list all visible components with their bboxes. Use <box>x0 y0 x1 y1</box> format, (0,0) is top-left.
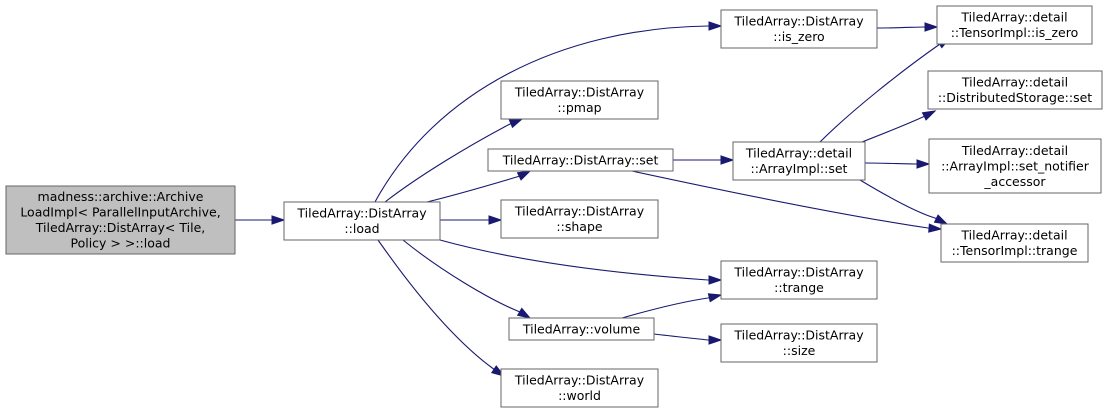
edge-aimpl_set-to-timpl_is_zero <box>819 37 951 143</box>
node-label-line: _accessor <box>983 174 1046 189</box>
node-world[interactable]: TiledArray::DistArray::world <box>500 368 659 408</box>
node-box <box>940 223 1089 263</box>
node-timpl_trange[interactable]: TiledArray::detail::TensorImpl::trange <box>940 223 1089 263</box>
node-box <box>927 70 1103 110</box>
node-label-line: madness::archive::Archive <box>38 189 204 204</box>
node-label-line: TiledArray::DistArray< Tile, <box>35 220 206 235</box>
edge-volume-to-trange <box>621 294 722 319</box>
node-dstorage_set[interactable]: TiledArray::detail::DistributedStorage::… <box>927 70 1103 110</box>
node-label-line: TiledArray::DistArray <box>733 265 864 280</box>
arrowhead-volume-to-trange <box>707 293 723 303</box>
arrowhead-set-to-timpl_trange <box>928 223 943 233</box>
node-label-line: ::trange <box>774 280 824 295</box>
node-label-line: TiledArray::detail <box>960 10 1067 25</box>
node-timpl_is_zero[interactable]: TiledArray::detail::TensorImpl::is_zero <box>936 5 1093 45</box>
arrowhead-root-to-load <box>271 215 286 225</box>
node-label-line: TiledArray::detail <box>960 228 1067 243</box>
node-shape[interactable]: TiledArray::DistArray::shape <box>500 199 659 239</box>
node-box <box>928 138 1102 194</box>
arrowhead-aimpl_set-to-timpl_trange <box>933 214 949 225</box>
node-box <box>720 9 878 49</box>
node-label-line: Policy > >::load <box>71 236 171 251</box>
node-label-line: TiledArray::DistArray <box>733 14 864 29</box>
node-box <box>500 199 659 239</box>
arrowhead-load-to-trange <box>708 275 723 285</box>
arrowhead-load-to-set <box>516 170 532 181</box>
arrowhead-set-to-aimpl_set <box>720 155 735 165</box>
node-box <box>5 185 236 255</box>
node-aimpl_notifier[interactable]: TiledArray::detail::ArrayImpl::set_notif… <box>928 138 1102 194</box>
node-size[interactable]: TiledArray::DistArray::size <box>720 323 878 363</box>
node-label-line: TiledArray::DistArray::set <box>502 152 659 167</box>
arrowhead-load-to-shape <box>488 215 503 225</box>
arrowhead-load-to-is_zero <box>708 21 723 31</box>
node-label-line: ::load <box>344 221 379 236</box>
node-aimpl_set[interactable]: TiledArray::detail::ArrayImpl::set <box>732 141 866 181</box>
edge-aimpl_set-to-timpl_trange <box>859 179 948 225</box>
node-label-line: ::ArrayImpl::set_notifier <box>941 158 1090 173</box>
edges-layer <box>235 21 952 377</box>
node-label-line: ::DistributedStorage::set <box>938 90 1092 105</box>
edge-load-to-world <box>377 239 505 377</box>
node-box <box>936 5 1093 45</box>
node-trange[interactable]: TiledArray::DistArray::trange <box>720 260 878 300</box>
node-label-line: ::is_zero <box>773 29 824 44</box>
node-label-line: ::shape <box>556 219 602 234</box>
node-label-line: TiledArray::DistArray <box>514 373 645 388</box>
node-label-line: TiledArray::detail <box>745 146 852 161</box>
node-box <box>720 260 878 300</box>
node-label-line: ::world <box>558 388 601 403</box>
node-box <box>500 80 659 120</box>
arrowhead-load-to-volume <box>516 307 532 319</box>
arrowhead-load-to-pmap <box>508 118 524 129</box>
arrowhead-volume-to-size <box>708 335 723 345</box>
node-label-line: ::pmap <box>557 100 601 115</box>
edge-load-to-trange <box>439 239 721 281</box>
node-box <box>508 317 655 341</box>
node-label-line: TiledArray::DistArray <box>733 328 864 343</box>
arrowhead-is_zero-to-timpl_is_zero <box>924 22 939 32</box>
node-label-line: ::ArrayImpl::set <box>751 161 848 176</box>
node-box <box>500 368 659 408</box>
node-label-line: TiledArray::DistArray <box>514 85 645 100</box>
node-label-line: TiledArray::DistArray <box>514 204 645 219</box>
node-label-line: TiledArray::DistArray <box>296 206 427 221</box>
arrowhead-aimpl_set-to-dstorage_set <box>921 110 937 121</box>
node-box <box>732 141 866 181</box>
node-box <box>487 148 674 172</box>
node-label-line: TiledArray::detail <box>961 143 1068 158</box>
node-load[interactable]: TiledArray::DistArray::load <box>283 201 441 241</box>
edge-set-to-timpl_trange <box>631 170 942 230</box>
node-label-line: TiledArray::volume <box>522 321 641 336</box>
node-label-line: TiledArray::detail <box>961 75 1068 90</box>
node-box <box>283 201 441 241</box>
node-volume[interactable]: TiledArray::volume <box>508 317 655 341</box>
node-pmap[interactable]: TiledArray::DistArray::pmap <box>500 80 659 120</box>
node-label-line: ::size <box>783 343 816 358</box>
node-box <box>720 323 878 363</box>
node-label-line: ::TensorImpl::is_zero <box>951 25 1079 40</box>
arrowhead-aimpl_set-to-aimpl_notifier <box>916 159 931 169</box>
node-label-line: ::TensorImpl::trange <box>952 243 1078 258</box>
edge-load-to-pmap <box>384 118 523 203</box>
node-is_zero[interactable]: TiledArray::DistArray::is_zero <box>720 9 878 49</box>
edge-volume-to-size <box>653 333 721 341</box>
node-label-line: LoadImpl< ParallelInputArchive, <box>20 205 220 220</box>
edge-load-to-volume <box>402 239 531 319</box>
node-set[interactable]: TiledArray::DistArray::set <box>487 148 674 172</box>
edge-load-to-set <box>426 170 531 203</box>
edge-load-to-is_zero <box>374 25 721 203</box>
